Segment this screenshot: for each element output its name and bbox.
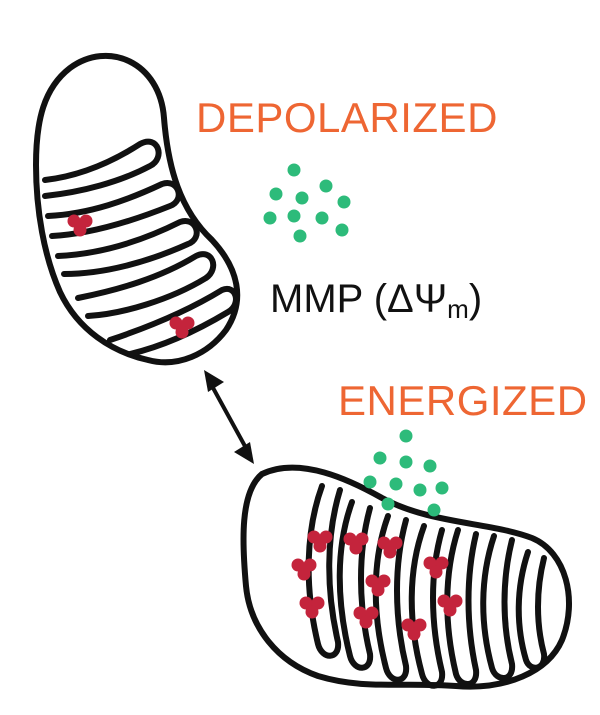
molecule-ball	[383, 545, 397, 559]
ion-dot-icon	[427, 503, 441, 517]
molecule-ball	[371, 583, 385, 597]
energized-crista-5	[444, 527, 480, 687]
molecule-cluster-icon	[401, 618, 427, 641]
depolarized-mitochondrion	[33, 52, 241, 366]
ion-dot-icon	[263, 211, 277, 225]
molecule-cluster-icon	[343, 532, 369, 555]
mmp-label-close: )	[469, 277, 482, 321]
ion-dot-icon	[363, 475, 377, 489]
molecule-ball	[305, 605, 319, 619]
molecule-cluster-icon	[437, 594, 463, 617]
energized-crista-2	[336, 499, 374, 671]
ion-dot-icon	[319, 179, 333, 193]
molecule-ball	[443, 603, 457, 617]
energized-green-dots	[363, 429, 449, 517]
molecule-ball	[73, 223, 87, 237]
red-clusters	[67, 214, 463, 641]
molecule-ball	[429, 565, 443, 579]
mmp-label: MMP (ΔΨm)	[270, 277, 482, 324]
molecule-ball	[407, 627, 421, 641]
ion-dot-icon	[399, 429, 413, 443]
molecule-ball	[313, 539, 327, 553]
ion-dot-icon	[399, 455, 413, 469]
ion-dot-icon	[287, 163, 301, 177]
molecule-cluster-icon	[299, 596, 325, 619]
depolarized-crista-5	[107, 285, 239, 357]
molecule-ball	[297, 567, 311, 581]
ion-dot-icon	[269, 187, 283, 201]
depolarized-green-dots	[263, 163, 351, 243]
ion-dot-icon	[335, 223, 349, 237]
energized-mitochondrion	[240, 464, 572, 690]
molecule-ball	[349, 541, 363, 555]
molecule-cluster-icon	[291, 558, 317, 581]
energized-crista-4	[408, 523, 446, 689]
ion-dot-icon	[413, 483, 427, 497]
mmp-label-subscript: m	[447, 294, 469, 324]
energized-outer-membrane	[240, 464, 572, 690]
depolarized-crista-3	[55, 218, 200, 277]
energized-crista-1	[305, 483, 343, 659]
molecule-cluster-icon	[377, 536, 403, 559]
depolarized-crista-1	[42, 138, 162, 199]
ion-dot-icon	[435, 481, 449, 495]
ion-dot-icon	[423, 459, 437, 473]
depolarized-crista-2	[45, 180, 182, 239]
molecule-cluster-icon	[169, 316, 195, 339]
double-headed-arrow-icon	[204, 370, 254, 464]
ion-dot-icon	[373, 451, 387, 465]
depolarized-outer-membrane	[33, 52, 241, 366]
molecule-cluster-icon	[423, 556, 449, 579]
molecule-cluster-icon	[365, 574, 391, 597]
ion-dot-icon	[389, 477, 403, 491]
depolarized-label: DEPOLARIZED	[196, 94, 498, 141]
energized-crista-7	[515, 549, 548, 671]
molecule-ball	[359, 615, 373, 629]
ion-dot-icon	[287, 209, 301, 223]
molecule-cluster-icon	[67, 214, 93, 237]
depolarized-crista-4	[75, 251, 217, 319]
energized-crista-6	[480, 533, 516, 681]
ion-dot-icon	[295, 191, 309, 205]
ion-dot-icon	[381, 497, 395, 511]
molecule-ball	[175, 325, 189, 339]
molecule-cluster-icon	[353, 606, 379, 629]
ion-dot-icon	[315, 211, 329, 225]
energized-label: ENERGIZED	[338, 377, 588, 424]
mmp-label-main: MMP (ΔΨ	[270, 277, 447, 321]
ion-dot-icon	[293, 229, 307, 243]
ion-dot-icon	[337, 195, 351, 209]
molecule-cluster-icon	[307, 530, 333, 553]
